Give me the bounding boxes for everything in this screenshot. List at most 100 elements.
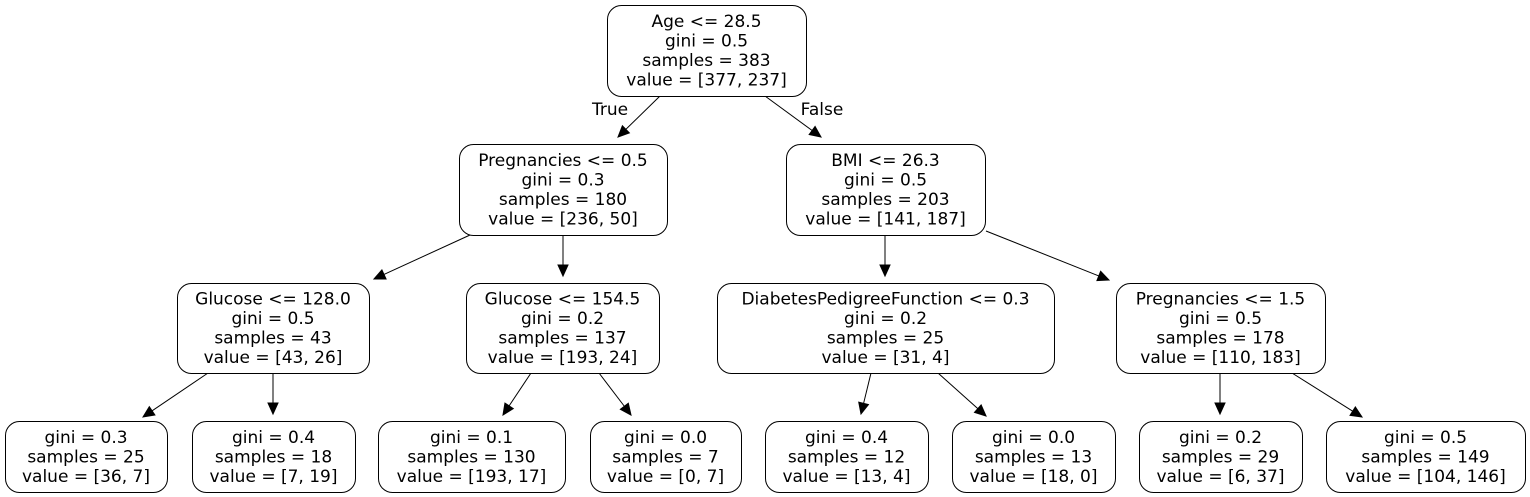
- edge-arrowhead: [617, 124, 631, 138]
- node-line: gini = 0.5: [1384, 428, 1467, 448]
- node-box: [765, 421, 929, 493]
- node-box: [378, 421, 566, 493]
- node-line: gini = 0.3: [44, 428, 127, 448]
- edge-n6-n14: [1291, 372, 1364, 418]
- node-line: DiabetesPedigreeFunction <= 0.3: [741, 290, 1029, 310]
- edge-n5-n11: [858, 372, 872, 416]
- node-box: [607, 5, 807, 97]
- edge-n4-n9: [502, 372, 532, 417]
- node-box: [1116, 283, 1326, 374]
- edge-arrowhead: [372, 268, 387, 280]
- edge-n2-n5: [879, 235, 891, 278]
- edge-line: [863, 372, 872, 404]
- edge-arrowhead: [1096, 270, 1111, 282]
- node-line: value = [7, 19]: [209, 467, 337, 487]
- node-box: [466, 283, 660, 374]
- edge-arrowhead: [267, 402, 279, 416]
- node-line: value = [193, 17]: [397, 467, 547, 487]
- edge-line: [625, 95, 661, 130]
- edge-label-true: True: [591, 100, 628, 120]
- edge-arrowhead: [858, 401, 870, 416]
- node-line: gini = 0.5: [844, 171, 927, 191]
- edge-line: [985, 230, 1099, 277]
- node-line: gini = 0.4: [232, 428, 315, 448]
- edge-arrowhead: [808, 125, 822, 138]
- node-line: value = [193, 24]: [488, 348, 638, 368]
- node-line: samples = 12: [788, 447, 905, 467]
- node-line: value = [110, 183]: [1140, 348, 1300, 368]
- node-line: value = [43, 26]: [204, 348, 343, 368]
- node-line: gini = 0.2: [844, 309, 927, 329]
- edge-arrowhead: [1349, 405, 1364, 418]
- node-line: samples = 130: [407, 447, 535, 467]
- node-box: [192, 421, 356, 493]
- node-line: samples = 383: [642, 51, 770, 71]
- edge-n1-n4: [557, 235, 569, 278]
- node-line: gini = 0.0: [992, 428, 1075, 448]
- node-line: gini = 0.2: [1179, 428, 1262, 448]
- node-line: samples = 178: [1156, 329, 1284, 349]
- node-line: Pregnancies <= 1.5: [1136, 290, 1306, 310]
- node-line: Age <= 28.5: [651, 12, 761, 32]
- node-box: [717, 283, 1055, 374]
- node-line: gini = 0.0: [624, 428, 707, 448]
- edge-line: [508, 372, 532, 407]
- edges-layer: True False: [141, 95, 1364, 418]
- node-box: [786, 144, 986, 236]
- edge-label-false: False: [801, 100, 844, 120]
- node-line: samples = 18: [215, 447, 332, 467]
- edge-arrowhead: [1214, 402, 1226, 416]
- edge-line: [1291, 372, 1353, 412]
- edge-n4-n10: [598, 372, 632, 416]
- edge-arrowhead: [557, 264, 569, 278]
- node-line: value = [0, 7]: [607, 467, 724, 487]
- node-line: value = [13, 4]: [782, 467, 910, 487]
- node-line: samples = 43: [214, 329, 331, 349]
- node-line: samples = 29: [1162, 447, 1279, 467]
- node-line: samples = 13: [975, 447, 1092, 467]
- edge-n0-n1: True: [591, 95, 661, 138]
- edge-n0-n2: False: [764, 95, 844, 138]
- node-line: value = [18, 0]: [969, 467, 1097, 487]
- node-line: value = [36, 7]: [22, 467, 150, 487]
- node-line: samples = 180: [499, 190, 627, 210]
- node-line: samples = 203: [821, 190, 949, 210]
- edge-n3-n7: [141, 372, 209, 418]
- edge-arrowhead: [879, 264, 891, 278]
- node-box: [1139, 421, 1303, 493]
- node-line: Glucose <= 154.5: [485, 290, 641, 310]
- node-line: samples = 25: [827, 329, 944, 349]
- node-line: Glucose <= 128.0: [195, 290, 351, 310]
- node-line: value = [377, 237]: [626, 71, 786, 91]
- node-line: samples = 137: [498, 329, 626, 349]
- node-line: gini = 0.5: [1179, 309, 1262, 329]
- node-line: samples = 25: [27, 447, 144, 467]
- edge-n6-n13: [1214, 373, 1226, 416]
- node-line: gini = 0.5: [665, 32, 748, 52]
- node-line: gini = 0.2: [521, 309, 604, 329]
- node-line: gini = 0.4: [805, 428, 888, 448]
- node-line: gini = 0.1: [430, 428, 513, 448]
- edge-arrowhead: [141, 405, 156, 418]
- edge-arrowhead: [973, 404, 987, 417]
- edge-line: [151, 372, 209, 412]
- node-line: BMI <= 26.3: [831, 151, 940, 171]
- edge-arrowhead: [502, 402, 515, 417]
- node-box: [1326, 421, 1526, 493]
- edge-n2-n6: [985, 230, 1111, 282]
